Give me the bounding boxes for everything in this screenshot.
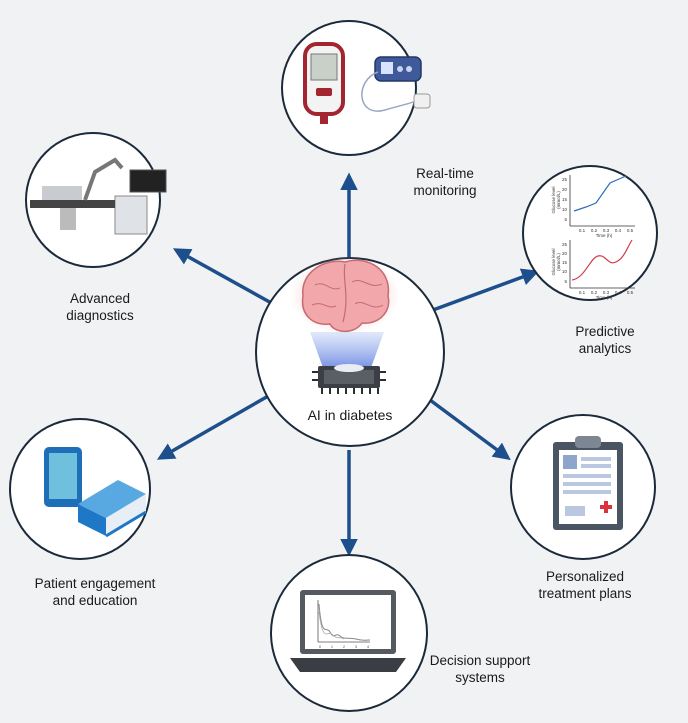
label-diagnostics-line2: diagnostics [66, 308, 134, 323]
insulin-pump-icon [361, 56, 431, 112]
node-treatment [510, 414, 656, 560]
svg-text:0.2: 0.2 [591, 290, 598, 295]
glucose-line-blue [573, 175, 627, 212]
svg-text:0.5: 0.5 [627, 228, 634, 233]
svg-text:1: 1 [331, 644, 334, 649]
svg-text:10: 10 [562, 207, 568, 212]
svg-text:5: 5 [564, 279, 567, 284]
node-predictive: 5 10 15 20 25 0.1 0.2 0.3 0.4 0.5 Time (… [522, 165, 658, 301]
decay-curve [318, 603, 371, 641]
svg-text:3: 3 [355, 644, 358, 649]
glucose-meter-icon [303, 42, 345, 124]
svg-text:Time (h): Time (h) [596, 233, 613, 238]
svg-text:0.1: 0.1 [579, 228, 586, 233]
arrow-to-treatment [428, 398, 511, 461]
label-monitoring-line1: Real-time [416, 166, 474, 181]
label-treatment-line2: treatment plans [538, 586, 632, 601]
svg-text:Time (h): Time (h) [596, 295, 613, 300]
svg-text:25: 25 [562, 242, 568, 247]
label-predictive-line2: analytics [578, 341, 632, 356]
book-icon [78, 480, 147, 538]
svg-text:Glucose level: Glucose level [551, 186, 556, 213]
node-monitoring [281, 20, 431, 156]
label-predictive: Predictive analytics [550, 323, 660, 357]
ai-chip-icon [290, 255, 400, 394]
svg-text:15: 15 [562, 197, 568, 202]
label-decision-line1: Decision support [429, 653, 531, 668]
label-treatment-line1: Personalized [545, 569, 625, 584]
svg-text:0.5: 0.5 [627, 290, 634, 295]
svg-text:(mmol/L): (mmol/L) [556, 253, 561, 271]
laptop-icon: 0 1 2 3 4 [290, 590, 406, 672]
arrow-to-predictive [432, 268, 540, 312]
svg-text:15: 15 [562, 260, 568, 265]
mini-chart-top: 5 10 15 20 25 0.1 0.2 0.3 0.4 0.5 Time (… [551, 175, 635, 238]
svg-text:5: 5 [564, 217, 567, 222]
svg-text:2: 2 [343, 644, 346, 649]
svg-text:(mmol/L): (mmol/L) [556, 191, 561, 209]
label-engagement-line2: and education [52, 593, 138, 608]
label-engagement: Patient engagement and education [15, 575, 175, 609]
center-node: AI in diabetes [255, 255, 445, 447]
mini-chart-bottom: 5 10 15 20 25 0.1 0.2 0.3 0.4 0.5 Time (… [551, 239, 635, 300]
label-decision: Decision support systems [415, 652, 545, 686]
svg-text:20: 20 [562, 187, 568, 192]
label-diagnostics-line1: Advanced [69, 291, 131, 306]
svg-text:25: 25 [562, 177, 568, 182]
svg-text:4: 4 [367, 644, 370, 649]
node-decision: 0 1 2 3 4 [270, 554, 428, 712]
arrow-to-engagement [156, 393, 271, 460]
node-engagement [9, 418, 151, 560]
svg-text:0.1: 0.1 [579, 290, 586, 295]
center-label: AI in diabetes [308, 407, 393, 423]
svg-text:10: 10 [562, 269, 568, 274]
svg-text:0.4: 0.4 [615, 228, 622, 233]
svg-text:0.2: 0.2 [591, 228, 598, 233]
label-decision-line2: systems [455, 670, 505, 685]
label-diagnostics: Advanced diagnostics [45, 290, 155, 324]
svg-text:0.3: 0.3 [603, 290, 610, 295]
svg-text:0: 0 [319, 644, 322, 649]
node-diagnostics [25, 132, 167, 268]
connector-arrows [156, 172, 540, 557]
label-monitoring: Real-time monitoring [390, 165, 500, 199]
svg-text:Glucose level: Glucose level [551, 248, 556, 275]
label-predictive-line1: Predictive [575, 324, 635, 339]
label-engagement-line1: Patient engagement [34, 576, 156, 591]
label-monitoring-line2: monitoring [413, 183, 477, 198]
clipboard-icon [553, 436, 623, 530]
svg-text:20: 20 [562, 251, 568, 256]
tablet-icon [44, 447, 82, 507]
svg-text:0.3: 0.3 [603, 228, 610, 233]
svg-text:0.4: 0.4 [615, 290, 622, 295]
glucose-line-red [571, 239, 633, 281]
surgical-robot-icon [30, 157, 167, 235]
label-treatment: Personalized treatment plans [520, 568, 650, 602]
arrow-to-diagnostics [172, 248, 276, 307]
